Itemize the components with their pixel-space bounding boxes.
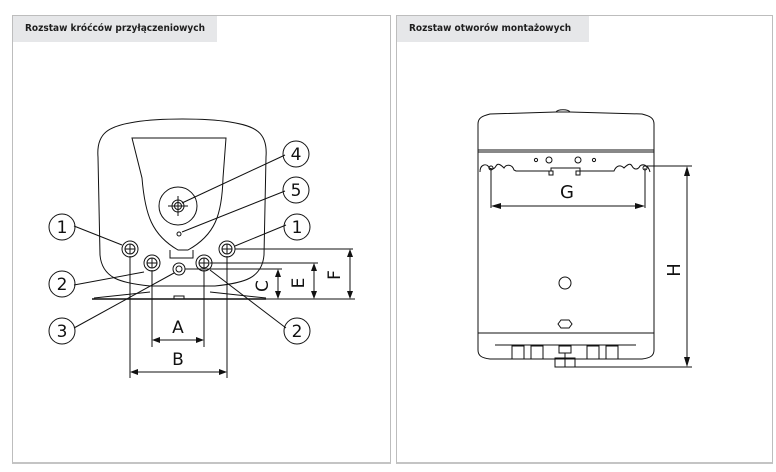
panel-title: Rozstaw otworów montażowych <box>397 16 589 42</box>
mounting-holes-panel: Rozstaw otworów montażowych <box>396 15 773 464</box>
connection-spacing-panel: Rozstaw króćców przyłączeniowych <box>12 15 391 464</box>
panel-title: Rozstaw króćców przyłączeniowych <box>13 16 217 42</box>
